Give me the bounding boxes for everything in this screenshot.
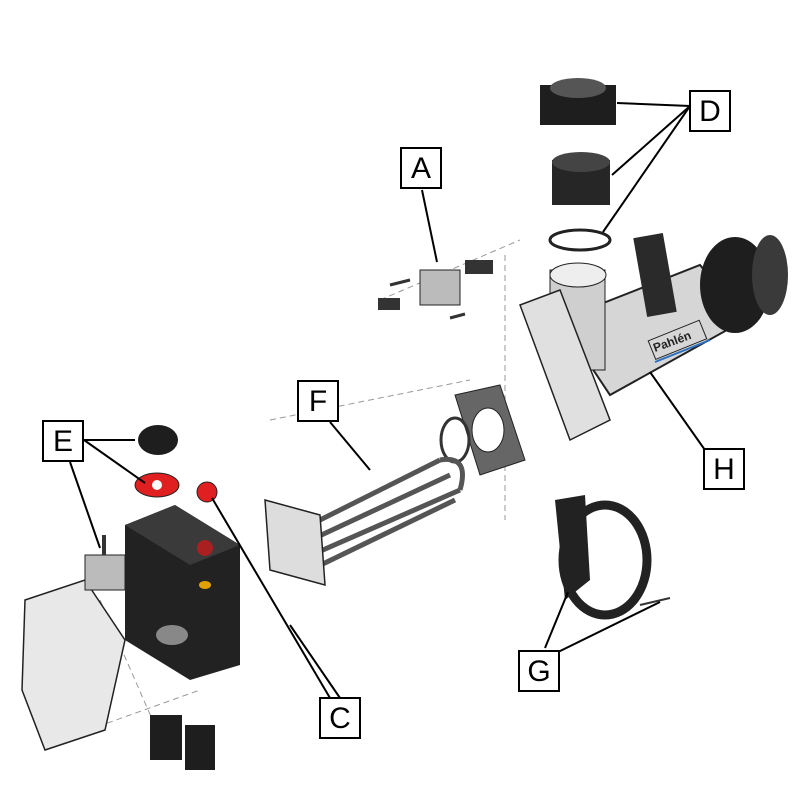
- callout-h: H: [703, 448, 745, 490]
- callout-e: E: [42, 420, 84, 462]
- thermostat-knob-parts: [84, 425, 218, 591]
- switch-assembly: [378, 260, 493, 320]
- leader-lines: [69, 102, 713, 699]
- callout-a: A: [400, 147, 442, 189]
- heating-element: [264, 456, 465, 587]
- callout-c: C: [319, 697, 361, 739]
- mounting-bracket: [555, 495, 671, 620]
- control-box: [125, 505, 240, 680]
- callout-g: G: [518, 650, 560, 692]
- callout-f: F: [297, 380, 339, 422]
- union-parts: [540, 78, 616, 252]
- callout-d: D: [689, 90, 731, 132]
